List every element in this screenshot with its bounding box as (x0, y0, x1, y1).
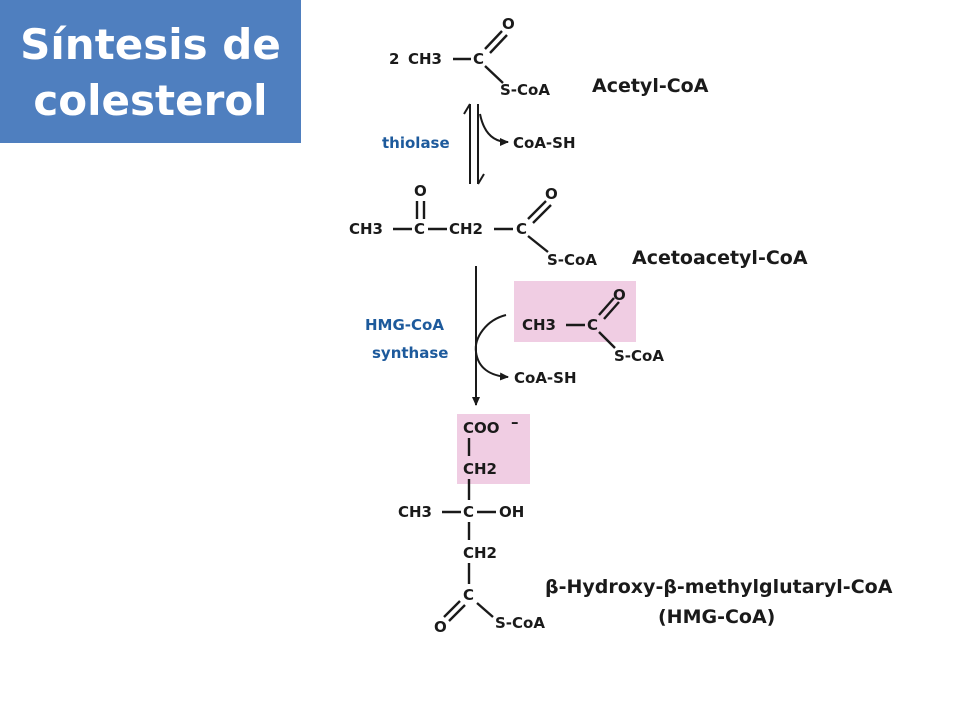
substrate-scoa: S-CoA (614, 347, 664, 365)
substrate-double-bond-b (603, 301, 620, 320)
acetoacetyl-carbon-2: C (516, 220, 527, 238)
hmg-thioester-oxygen: O (434, 618, 447, 636)
hmg-double-bond-a (443, 600, 461, 618)
acetoacetyl-coa-name: Acetoacetyl-CoA (632, 247, 808, 269)
substrate-double-bond-a (598, 297, 615, 316)
synthase-enzyme-label-line2: synthase (372, 344, 448, 362)
acetyl-coa-name: Acetyl-CoA (592, 75, 709, 97)
hmg-hydroxyl: OH (499, 503, 524, 521)
acetyl-double-bond-a (484, 30, 503, 50)
coa-sh-product-2: CoA-SH (514, 369, 577, 387)
title-banner: Síntesis de colesterol (0, 0, 301, 143)
acetyl-oxygen: O (502, 15, 515, 33)
hmg-coa-synthase-step: CH3 C O S-CoA HMG-CoA synthase CoA-SH (365, 266, 664, 406)
acetoacetyl-thioester-double-a (527, 200, 547, 220)
acetoacetyl-bond-c-s (527, 235, 549, 253)
hmg-scoa: S-CoA (495, 614, 545, 632)
substrate-carbon: C (587, 316, 598, 334)
acetyl-ch3: CH3 (408, 50, 442, 68)
synthase-enzyme-label-line1: HMG-CoA (365, 316, 444, 334)
hmg-ch2-bottom: CH2 (463, 544, 497, 562)
substrate-bond-c-s (598, 331, 616, 349)
substrate-oxygen: O (613, 286, 626, 304)
thiolase-step: thiolase CoA-SH (382, 103, 576, 185)
acetyl-coa-substrate-highlight (514, 281, 636, 342)
title-line-2: colesterol (33, 76, 268, 125)
acetoacetyl-scoa: S-CoA (547, 251, 597, 269)
hmg-coa-name-line1: β-Hydroxy-β-methylglutaryl-CoA (545, 576, 893, 598)
hmg-ch3: CH3 (398, 503, 432, 521)
hmg-coa-name-line2: (HMG-CoA) (658, 606, 775, 628)
acetyl-carbon: C (473, 50, 484, 68)
acetyl-scoa: S-CoA (500, 81, 550, 99)
acetoacetyl-carbon-1: C (414, 220, 425, 238)
hmg-coo: COO (463, 419, 500, 437)
hmg-thioester-carbon: C (463, 586, 474, 604)
substrate-entry-curve (474, 314, 507, 353)
acetoacetyl-coa-structure: CH3 C O CH2 C O S-CoA Acetoacetyl-CoA (349, 182, 808, 269)
acetoacetyl-thioester-double-b (532, 204, 552, 224)
acetoacetyl-ch3: CH3 (349, 220, 383, 238)
forward-arrow-half-head (477, 173, 485, 185)
hmg-central-carbon: C (463, 503, 474, 521)
acetoacetyl-thioester-oxygen: O (545, 185, 558, 203)
thiolase-enzyme-label: thiolase (382, 134, 450, 152)
acetyl-coefficient: 2 (389, 50, 399, 68)
hmg-ch2-top: CH2 (463, 460, 497, 478)
acetoacetyl-ch2: CH2 (449, 220, 483, 238)
substrate-ch3: CH3 (522, 316, 556, 334)
hmg-charge: – (511, 413, 519, 431)
reverse-arrow-half-head (463, 103, 471, 115)
coa-sh-release-arrow-2 (475, 351, 509, 381)
coa-sh-release-arrow-1 (479, 113, 509, 146)
hmg-double-bond-b (448, 604, 466, 622)
acetyl-double-bond-b (489, 34, 508, 54)
title-line-1: Síntesis de (20, 20, 281, 69)
acetyl-coa-structure: 2 CH3 C O S-CoA Acetyl-CoA (389, 15, 709, 99)
coa-sh-product-1: CoA-SH (513, 134, 576, 152)
acetyl-bond-c-s (484, 65, 504, 84)
hmg-bond-c-s (476, 602, 494, 618)
acetoacetyl-keto-oxygen: O (414, 182, 427, 200)
hmg-coa-structure: COO – CH2 CH3 C OH CH2 C O S-CoA β-Hydro… (398, 413, 893, 636)
